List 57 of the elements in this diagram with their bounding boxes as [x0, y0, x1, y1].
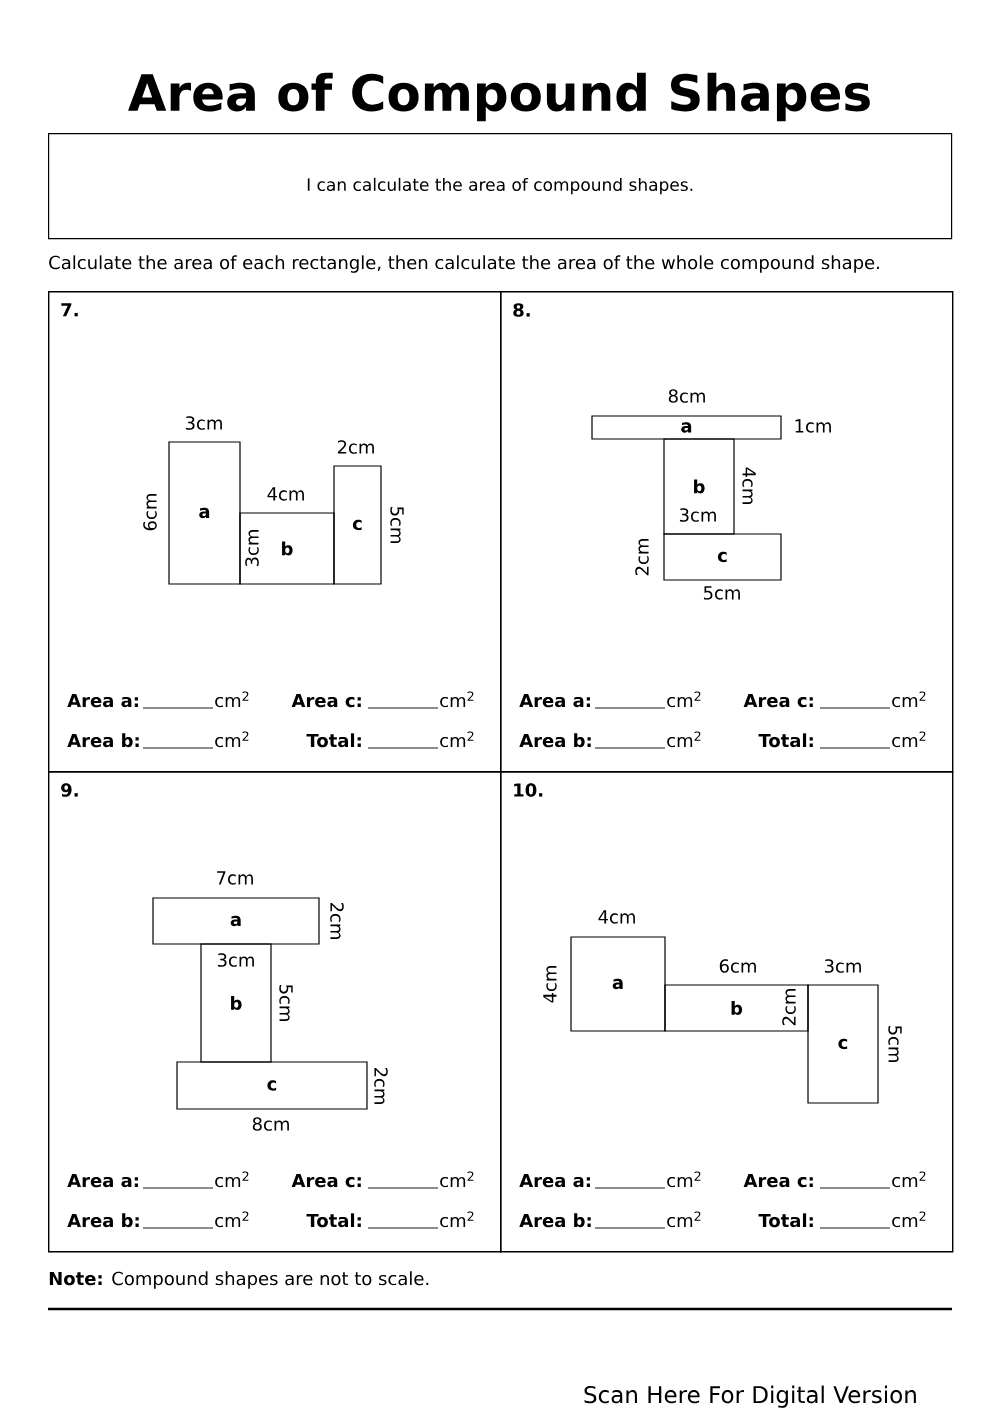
- rectangle: c: [333, 465, 382, 585]
- unit-label: cm$^{2}$: [667, 1211, 701, 1228]
- answer-label: Area c:: [743, 693, 813, 708]
- rectangle: c: [807, 984, 879, 1104]
- title: Area of Compound Shapes: [128, 72, 870, 122]
- rectangle: a: [591, 415, 782, 440]
- dimension-label: 5cm: [279, 984, 293, 1021]
- dimension-label: 3cm: [217, 953, 254, 967]
- answer-label: Area b:: [519, 1213, 591, 1228]
- answer-label: Area c:: [291, 1173, 361, 1188]
- instruction-text: Calculate the area of each rectangle, then calculate the area of the whole compound shape.: [49, 255, 879, 273]
- answer-label: Total:: [306, 1213, 361, 1228]
- unit-label: cm$^{2}$: [215, 691, 249, 708]
- scan-text: Scan Here For Digital Version: [584, 1385, 916, 1408]
- dimension-label: 6cm: [719, 959, 756, 973]
- unit-label: cm$^{2}$: [892, 1211, 926, 1228]
- dimension-label: 3cm: [245, 530, 259, 567]
- dimension-label: 4cm: [267, 487, 304, 501]
- rectangle: a: [168, 441, 241, 585]
- dimension-label: 4cm: [742, 467, 756, 504]
- answer-label: Area a:: [519, 1173, 590, 1188]
- rectangle: a: [570, 936, 666, 1032]
- note-text: Note: Compound shapes are not to scale.: [49, 1271, 429, 1289]
- answer-label: Area a:: [519, 693, 590, 708]
- dimension-label: 2cm: [782, 989, 796, 1026]
- answer-label: Area b:: [67, 733, 139, 748]
- answer-label: Area c:: [743, 1173, 813, 1188]
- dimension-label: 2cm: [635, 539, 649, 576]
- dimension-label: 3cm: [679, 508, 716, 522]
- answer-label: Area b:: [519, 733, 591, 748]
- answer-label: Area a:: [67, 693, 138, 708]
- rectangle: a: [152, 897, 320, 945]
- dimension-label: 3cm: [824, 959, 861, 973]
- unit-label: cm$^{2}$: [440, 731, 474, 748]
- unit-label: cm$^{2}$: [440, 691, 474, 708]
- answer-label: Total:: [306, 733, 361, 748]
- unit-label: cm$^{2}$: [215, 731, 249, 748]
- unit-label: cm$^{2}$: [215, 1211, 249, 1228]
- unit-label: cm$^{2}$: [667, 731, 701, 748]
- dimension-label: 5cm: [703, 586, 740, 600]
- unit-label: cm$^{2}$: [667, 1171, 701, 1188]
- rectangle: c: [176, 1061, 368, 1110]
- unit-label: cm$^{2}$: [892, 731, 926, 748]
- answer-label: Area b:: [67, 1213, 139, 1228]
- unit-label: cm$^{2}$: [667, 691, 701, 708]
- answer-label: Total:: [758, 733, 813, 748]
- unit-label: cm$^{2}$: [892, 1171, 926, 1188]
- unit-label: cm$^{2}$: [215, 1171, 249, 1188]
- rectangle: c: [663, 533, 782, 581]
- unit-label: cm$^{2}$: [440, 1211, 474, 1228]
- answer-label: Area c:: [291, 693, 361, 708]
- objective-box: I can calculate the area of compound shapes.: [48, 133, 953, 240]
- unit-label: cm$^{2}$: [440, 1171, 474, 1188]
- answer-label: Total:: [758, 1213, 813, 1228]
- unit-label: cm$^{2}$: [892, 691, 926, 708]
- dimension-label: 8cm: [668, 389, 705, 403]
- answer-label: Area a:: [67, 1173, 138, 1188]
